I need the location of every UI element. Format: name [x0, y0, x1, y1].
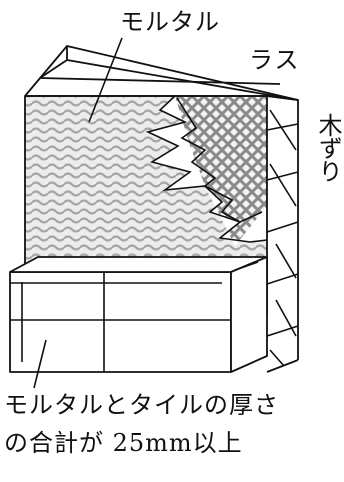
- lath-label: ラス: [249, 46, 301, 74]
- tile-joints: [10, 261, 259, 372]
- mortar-label: モルタル: [120, 8, 220, 36]
- mortar-torn-edge: [145, 95, 268, 243]
- caption-line-1: モルタルとタイルの厚さ: [4, 391, 279, 419]
- wall-box-outline: [24, 45, 299, 373]
- wood-lath-label: 木ずり: [314, 113, 342, 182]
- side-face-wood-laths: [266, 109, 299, 367]
- lath-torn-edge: [176, 97, 263, 223]
- wood-lath-exposed: [148, 96, 267, 246]
- caption-line-2: の合計が 25mm以上: [4, 429, 243, 457]
- leader-lines: [33, 37, 123, 389]
- lath-mesh-area: [175, 96, 267, 246]
- tile-block: [9, 256, 268, 373]
